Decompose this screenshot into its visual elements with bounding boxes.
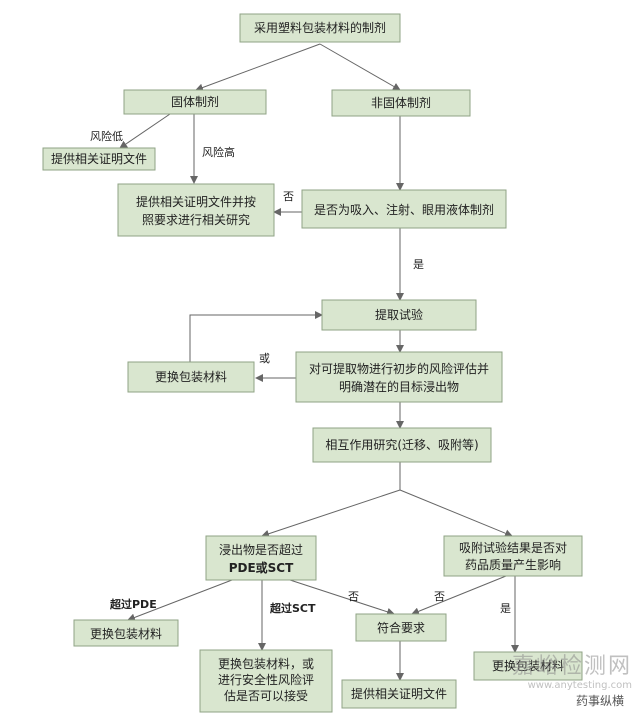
edge-replace-loop (189, 311, 323, 362)
svg-text:估是否可以接受: 估是否可以接受 (224, 688, 308, 703)
label-exceeds-sct: 超过SCT (269, 601, 316, 615)
edge-adsorption-meets (411, 575, 507, 616)
label-yes-1: 是 (413, 258, 424, 271)
svg-text:采用塑料包装材料的制剂: 采用塑料包装材料的制剂 (254, 20, 386, 35)
node-replace-material-2: 更换包装材料 (73, 619, 179, 647)
svg-text:提供相关证明文件: 提供相关证明文件 (51, 151, 147, 166)
node-replace-or-assess: 更换包装材料，或 进行安全性风险评 估是否可以接受 (199, 649, 333, 713)
node-replace-material-1: 更换包装材料 (127, 361, 255, 393)
svg-text:提供相关证明文件: 提供相关证明文件 (351, 686, 447, 701)
svg-text:进行安全性风险评: 进行安全性风险评 (218, 672, 314, 687)
svg-text:PDE或SCT: PDE或SCT (229, 560, 294, 575)
node-provide-cert-2: 提供相关证明文件 (341, 679, 457, 709)
svg-text:浸出物是否超过: 浸出物是否超过 (219, 542, 303, 557)
svg-text:药品质量产生影响: 药品质量产生影响 (465, 557, 561, 572)
node-interaction-study: 相互作用研究(迁移、吸附等) (312, 427, 492, 463)
edge-split-leachable (261, 489, 401, 538)
svg-text:更换包装材料: 更换包装材料 (155, 370, 227, 384)
node-adsorption-question: 吸附试验结果是否对 药品质量产生影响 (443, 535, 583, 577)
edge-root-solid (195, 43, 321, 92)
svg-text:相互作用研究(迁移、吸附等): 相互作用研究(迁移、吸附等) (325, 437, 478, 452)
svg-text:对可提取物进行初步的风险评估并: 对可提取物进行初步的风险评估并 (309, 361, 489, 376)
svg-text:是否为吸入、注射、眼用液体制剂: 是否为吸入、注射、眼用液体制剂 (314, 202, 494, 217)
label-no-3: 否 (434, 590, 445, 603)
edge-solid-cert (119, 113, 171, 149)
svg-text:提供相关证明文件并按: 提供相关证明文件并按 (136, 194, 256, 209)
edge-labels: 风险低 风险高 否 是 或 超过PDE 超过SCT 否 否 是 (90, 129, 511, 615)
node-provide-cert-study: 提供相关证明文件并按 照要求进行相关研究 (117, 183, 275, 237)
node-leachable-question: 浸出物是否超过 PDE或SCT (205, 535, 317, 581)
label-high-risk: 风险高 (202, 145, 235, 159)
node-solid: 固体制剂 (123, 89, 267, 115)
node-nonsolid: 非固体制剂 (331, 89, 471, 117)
node-meets-requirements: 符合要求 (355, 613, 447, 642)
watermark-caption: 药事纵横 (573, 692, 626, 709)
edges (119, 43, 519, 681)
svg-text:提取试验: 提取试验 (375, 307, 423, 322)
svg-text:固体制剂: 固体制剂 (171, 94, 219, 109)
watermark-main: 嘉峪检测网 (511, 654, 632, 679)
node-provide-cert-1: 提供相关证明文件 (42, 147, 156, 171)
edge-leachable-meets (289, 579, 395, 616)
edge-root-nonsolid (319, 43, 401, 91)
svg-text:更换包装材料，或: 更换包装材料，或 (218, 657, 314, 671)
watermark: 嘉峪检测网 www.anytesting.com (512, 648, 632, 691)
label-yes-2: 是 (500, 602, 511, 615)
svg-text:符合要求: 符合要求 (377, 620, 425, 635)
node-extraction-test: 提取试验 (321, 299, 477, 331)
svg-text:照要求进行相关研究: 照要求进行相关研究 (142, 212, 250, 227)
label-or: 或 (259, 352, 270, 365)
watermark-url: www.anytesting.com (527, 680, 632, 691)
label-no-2: 否 (348, 590, 359, 603)
node-replace-material-3: 更换包装材料 (473, 651, 583, 681)
svg-text:更换包装材料: 更换包装材料 (90, 627, 162, 641)
node-root: 采用塑料包装材料的制剂 (239, 13, 401, 43)
edge-leachable-replace (127, 579, 233, 622)
svg-text:明确潜在的目标浸出物: 明确潜在的目标浸出物 (339, 379, 459, 394)
svg-text:非固体制剂: 非固体制剂 (371, 95, 431, 110)
label-exceeds-pde: 超过PDE (109, 597, 157, 611)
svg-text:吸附试验结果是否对: 吸附试验结果是否对 (459, 540, 567, 555)
label-low-risk: 风险低 (90, 129, 123, 143)
svg-text:更换包装材料: 更换包装材料 (492, 659, 564, 673)
label-no-1: 否 (283, 190, 294, 203)
edge-split-adsorption (399, 489, 513, 538)
node-risk-assessment: 对可提取物进行初步的风险评估并 明确潜在的目标浸出物 (295, 351, 503, 403)
node-inhalation-question: 是否为吸入、注射、眼用液体制剂 (301, 189, 507, 229)
